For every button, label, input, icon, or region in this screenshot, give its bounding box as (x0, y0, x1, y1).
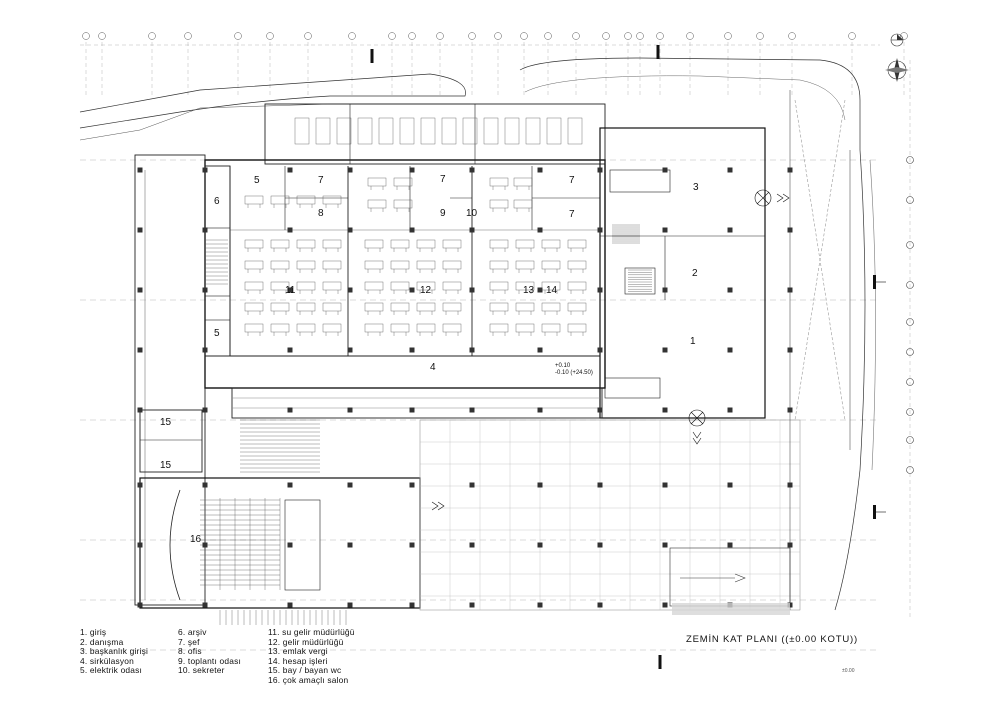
legend-item: 3. başkanlık girişi (80, 646, 149, 657)
legend-item: 10. sekreter (178, 665, 225, 676)
section-marker-icon (873, 275, 886, 289)
room-label-r2: 2 (692, 268, 698, 279)
legend-item: 16. çok amaçlı salon (268, 674, 349, 685)
legend-item: 5. elektrik odası (80, 665, 143, 676)
legend-item: 12. gelir müdürlüğü (268, 636, 344, 647)
entrance-arrow-icon (431, 501, 445, 511)
room-label-r1: 1 (690, 336, 696, 347)
level-note-upper: +0.10 (555, 363, 571, 369)
entrance-arrow-icon (688, 409, 706, 445)
compass-rose-icon (885, 58, 909, 82)
north-arrow-icon (890, 33, 904, 47)
level-note-lower: -0.10 (+24.50) (555, 370, 593, 376)
grid-axis-markers (82, 32, 908, 40)
legend-column-1: 1. giriş 2. danışma 3. başkanlık girişi … (80, 627, 149, 676)
room-label-r7b: 7 (440, 174, 446, 185)
room-label-r6: 6 (214, 196, 220, 207)
section-marker-icon (370, 49, 374, 63)
room-label-r9: 9 (440, 208, 446, 219)
room-label-r7d: 7 (569, 209, 575, 220)
room-label-r15b: 15 (160, 460, 172, 471)
legend-item: 2. danışma (80, 636, 124, 647)
legend-item: 9. toplantı odası (178, 655, 241, 666)
room-label-r10: 10 (466, 208, 478, 219)
level-note: +0.10 -0.10 (+24.50) (555, 363, 593, 377)
room-label-r5a: 5 (254, 175, 260, 186)
room-label-r15a: 15 (160, 417, 172, 428)
legend-item: 6. arşiv (178, 627, 207, 637)
legend-item: 11. su gelir müdürlüğü (268, 627, 355, 637)
legend-item: 8. ofis (178, 646, 202, 657)
legend-column-3: 11. su gelir müdürlüğü 12. gelir müdürlü… (268, 627, 355, 686)
room-label-r12: 12 (420, 285, 432, 296)
legend-item: 15. bay / bayan wc (268, 665, 342, 676)
room-label-r5b: 5 (214, 328, 220, 339)
section-marker-icon (873, 505, 886, 519)
site-boundary (79, 73, 466, 129)
main-building (204, 159, 606, 389)
legend-item: 14. hesap işleri (268, 655, 328, 666)
east-block (599, 127, 766, 419)
room-label-r8: 8 (318, 208, 324, 219)
room-label-r14: 14 (546, 285, 558, 296)
legend-item: 1. giriş (80, 627, 107, 637)
room-label-r7c: 7 (569, 175, 575, 186)
plan-title: ZEMİN KAT PLANI ((±0.00 KOTU)) (686, 634, 858, 645)
room-label-r11: 11 (285, 285, 296, 296)
circulation-corridor (231, 387, 603, 419)
legend-item: 4. sirkülasyon (80, 655, 135, 666)
entrance-arrow-icon (754, 189, 790, 207)
scale-note: ±0.00 (842, 668, 855, 674)
legend-item: 13. emlak vergi (268, 646, 328, 657)
room-label-r4: 4 (430, 362, 436, 373)
room-label-r13: 13 (523, 285, 535, 296)
legend-item: 7. şef (178, 636, 200, 647)
room-label-r7a: 7 (318, 175, 324, 186)
legend-column-2: 6. arşiv 7. şef 8. ofis 9. toplantı odas… (178, 627, 241, 676)
room-label-r16: 16 (190, 534, 202, 545)
section-marker-icon (658, 655, 662, 669)
room-label-r3: 3 (693, 182, 699, 193)
wc-block (139, 409, 203, 473)
section-marker-icon (656, 45, 660, 59)
